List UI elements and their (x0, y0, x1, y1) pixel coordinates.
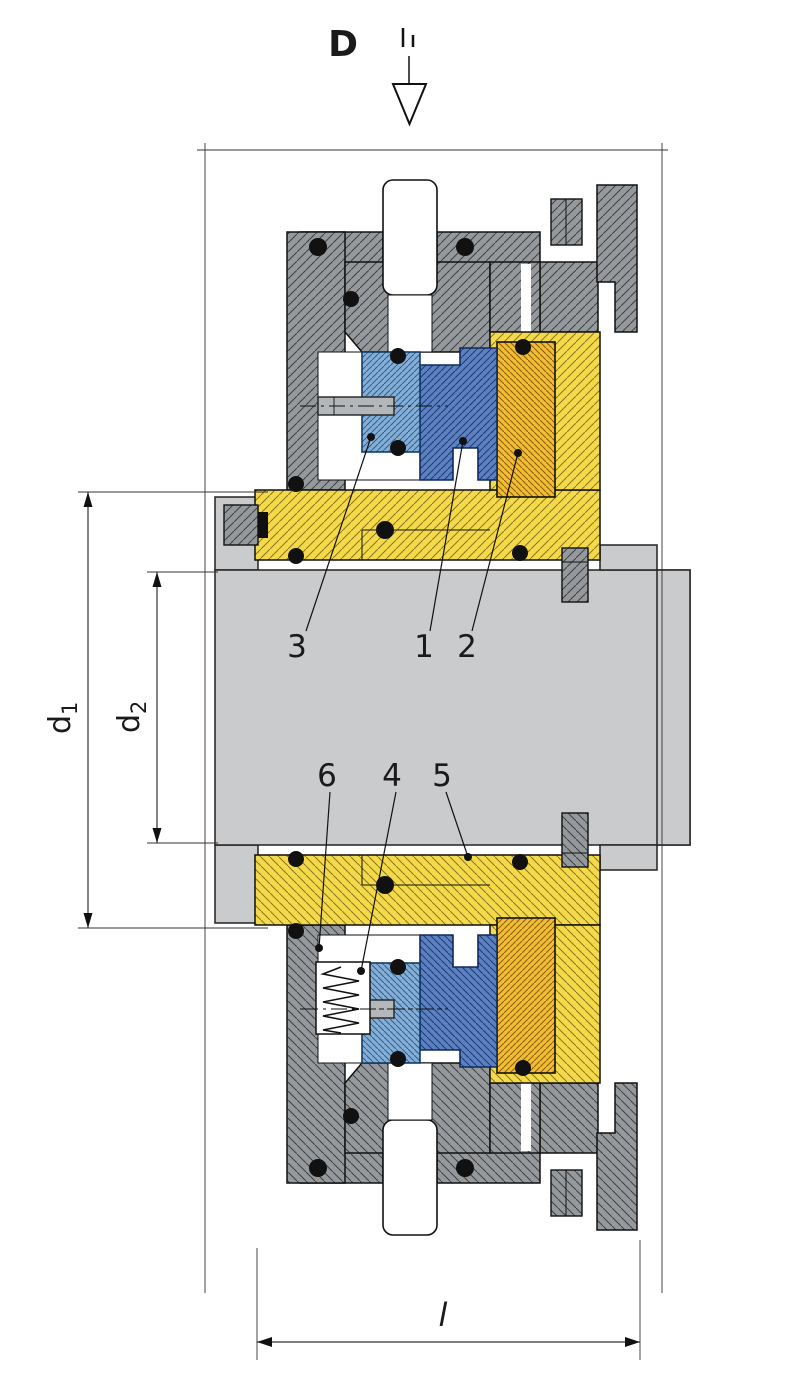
housing-gap (521, 264, 531, 332)
part-callouts: 3 1 2 6 4 5 (287, 433, 522, 975)
set-screw-right (561, 547, 589, 603)
o-rings (288, 238, 531, 564)
callout-4: 4 (382, 758, 402, 794)
leader-5 (445, 791, 469, 858)
shaft-body (214, 569, 691, 846)
l-arrow-left (257, 1337, 272, 1347)
clamp-bolt-left (223, 504, 268, 546)
port-channel (387, 294, 433, 353)
shaft-right-end (656, 569, 691, 846)
callout-leaders (305, 436, 519, 972)
leader-3 (305, 436, 372, 632)
set-screw-top (550, 198, 583, 246)
d2-label: d2 (112, 701, 151, 733)
stationary-seat (496, 341, 556, 498)
leader-dot-1 (459, 437, 467, 445)
shaft (214, 496, 691, 924)
leader-dot-2 (514, 449, 522, 457)
coil-spring (320, 966, 360, 1034)
d2-arrow-top (152, 572, 162, 587)
leader-dot-6 (315, 944, 323, 952)
o-ring (456, 238, 474, 256)
callout-dots (315, 433, 522, 975)
rotating-seal-ring (419, 347, 498, 481)
o-ring (288, 548, 304, 564)
view-letter: D (328, 24, 358, 65)
assembly-bottom-half (254, 812, 638, 1236)
leader-dot-5 (464, 853, 472, 861)
o-ring (390, 440, 406, 456)
callout-3: 3 (287, 629, 307, 665)
d1-arrow-bottom (83, 913, 93, 928)
dimension-lines (78, 143, 668, 1360)
d2-arrow-bottom (152, 828, 162, 843)
view-direction-indicator: D (328, 24, 428, 127)
o-ring (515, 339, 531, 355)
o-ring (343, 291, 359, 307)
dimension-arrows (83, 492, 640, 1347)
d1-label: d1 (43, 702, 82, 734)
leader-6 (318, 791, 331, 949)
shaft-collar-top (599, 544, 658, 571)
housing-right-block (539, 261, 599, 333)
o-ring (376, 521, 394, 539)
housing-mid-right (489, 261, 541, 333)
leader-dot-4 (357, 967, 365, 975)
leader-1 (429, 440, 464, 632)
d1-arrow-top (83, 492, 93, 507)
length-label: l (439, 1296, 448, 1334)
o-ring (512, 545, 528, 561)
l-arrow-right (625, 1337, 640, 1347)
spring-assembly (302, 961, 448, 1035)
leader-4 (360, 791, 397, 972)
o-ring (288, 476, 304, 492)
leader-dot-3 (367, 433, 375, 441)
view-arrow-head (391, 83, 428, 127)
flush-port (382, 179, 438, 296)
shaft-collar-bottom (599, 844, 658, 871)
callout-1: 1 (414, 629, 434, 665)
assembly-top-half (254, 179, 638, 603)
callout-5: 5 (432, 758, 452, 794)
shaft-shoulder-bottom (214, 844, 259, 924)
callout-2: 2 (457, 629, 477, 665)
shaft-sleeve (254, 489, 601, 561)
callout-6: 6 (317, 758, 337, 794)
o-ring (309, 238, 327, 256)
o-ring (390, 348, 406, 364)
dimension-labels: d1 d2 l (43, 701, 448, 1334)
mounting-flange (596, 184, 638, 333)
leader-2 (471, 452, 519, 632)
